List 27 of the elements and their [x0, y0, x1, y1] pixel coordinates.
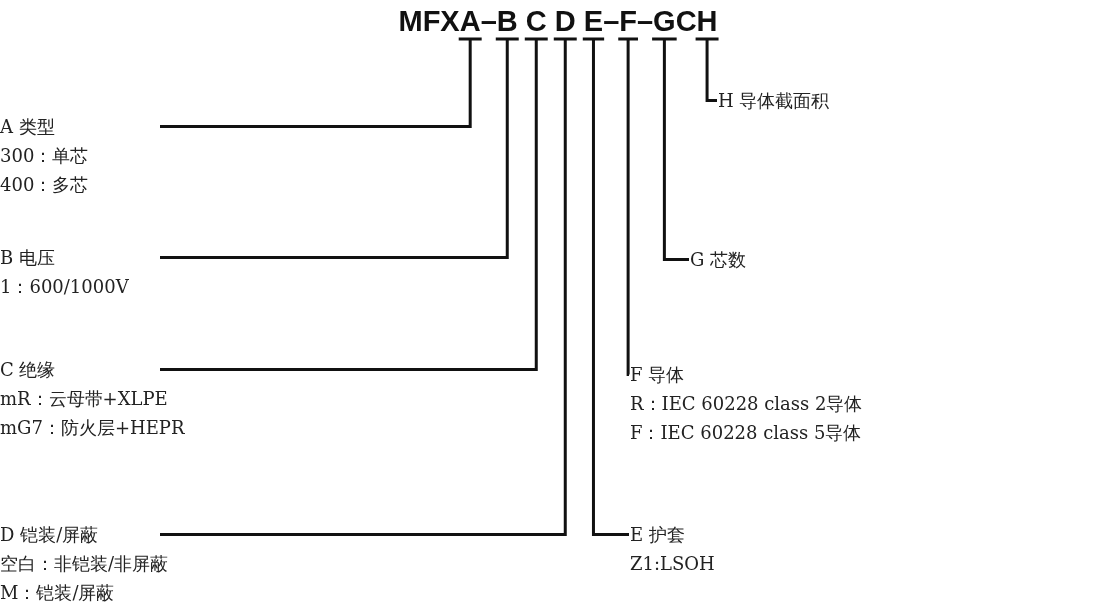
code-heading: H 导体截面积	[718, 89, 830, 113]
code-heading: D 铠装/屏蔽	[0, 523, 99, 547]
option-text: Z1:LSOH	[630, 552, 715, 576]
option-text: mR：云母带+XLPE	[0, 387, 168, 411]
leader-line	[158, 37, 579, 536]
leader-line	[650, 37, 691, 261]
leader-line	[158, 37, 484, 128]
option-text: R：IEC 60228 class 2导体	[630, 392, 863, 416]
option-text: 400：多芯	[0, 173, 89, 197]
model-code: MFXA–B C D E–F–GCH	[398, 4, 718, 38]
code-heading: B 电压	[0, 246, 55, 270]
code-heading: G 芯数	[690, 248, 747, 272]
option-text: mG7：防火层+HEPR	[0, 416, 185, 440]
option-text: 空白：非铠装/非屏蔽	[0, 552, 169, 576]
code-heading: F 导体	[630, 363, 685, 387]
code-heading: C 绝缘	[0, 358, 56, 382]
option-text: F：IEC 60228 class 5导体	[630, 421, 862, 445]
leader-line	[158, 37, 521, 259]
leader-line	[581, 37, 631, 536]
leader-line	[694, 37, 721, 102]
option-text: M：铠装/屏蔽	[0, 581, 115, 605]
leader-line	[158, 37, 550, 371]
code-heading: E 护套	[630, 523, 685, 547]
code-heading: A 类型	[0, 115, 55, 139]
leader-line	[616, 37, 640, 376]
option-text: 1：600/1000V	[0, 275, 129, 299]
option-text: 300：单芯	[0, 144, 89, 168]
